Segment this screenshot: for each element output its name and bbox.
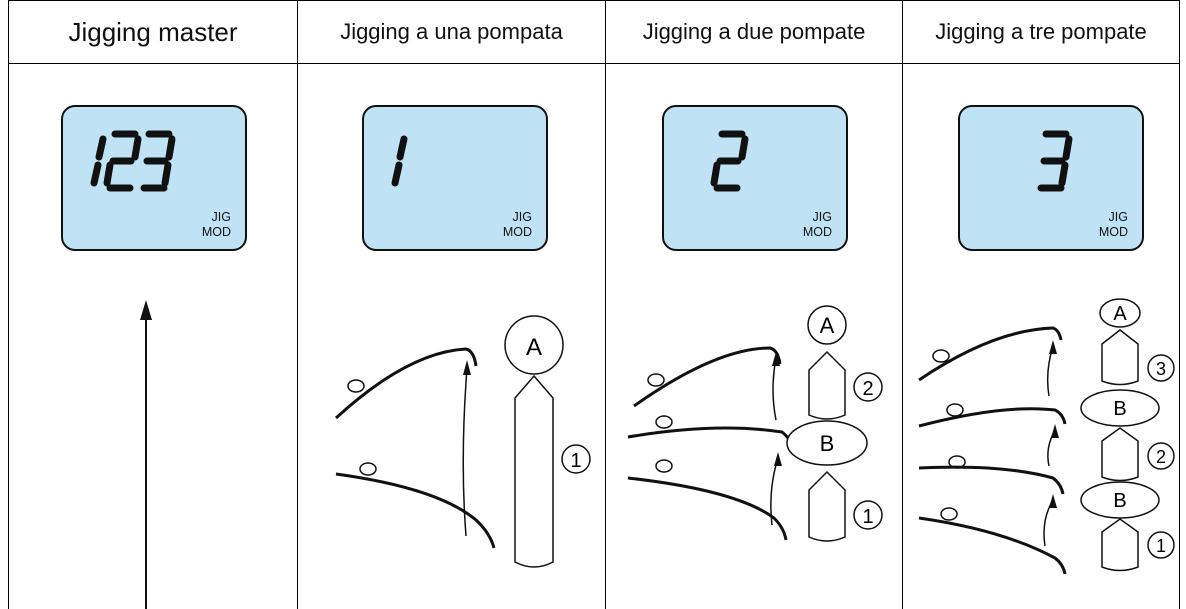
column-jigging-master: Jigging master 123 JIG MOD — [8, 0, 297, 609]
lcd-label-jig: JIG — [211, 210, 231, 224]
column-title: Jigging a tre pompate — [903, 0, 1179, 64]
column-one-pump: Jigging a una pompata 1 JIG MOD — [297, 0, 605, 609]
svg-text:1: 1 — [570, 450, 581, 472]
lcd-display: 123 JIG MOD — [61, 105, 247, 251]
marker-b: B — [1113, 490, 1126, 512]
lcd-display: 3 JIG MOD — [958, 105, 1144, 251]
column-title: Jigging a una pompata — [298, 0, 605, 64]
lcd-mode-label: JIG MOD — [202, 210, 231, 240]
column-two-pumps: Jigging a due pompate 2 JIG MOD — [605, 0, 902, 609]
lcd-display: 1 JIG MOD — [362, 105, 548, 251]
marker-b: B — [820, 431, 835, 456]
lure-icon — [347, 379, 365, 393]
column-three-pumps: Jigging a tre pompate 3 JIG MOD — [902, 0, 1180, 609]
marker-a-circle — [504, 315, 564, 375]
lcd-label-jig: JIG — [1108, 210, 1128, 224]
lcd-mode-label: JIG MOD — [1099, 210, 1128, 240]
lcd-label-mod: MOD — [802, 225, 832, 239]
lcd-digits-123: 123 — [90, 130, 176, 192]
svg-text:1: 1 — [862, 506, 873, 528]
pump-segment — [808, 350, 846, 420]
arrow-head-icon — [463, 360, 471, 375]
lcd-label-mod: MOD — [502, 225, 532, 239]
marker-a: A — [820, 313, 835, 338]
lcd-digits-2: 2 — [710, 130, 749, 192]
marker-b: B — [1113, 398, 1126, 420]
arrow-up — [140, 300, 152, 609]
marker-b-ellipse — [786, 420, 868, 466]
svg-text:1: 1 — [1156, 536, 1166, 556]
marker-a: A — [526, 334, 542, 361]
pump-segment — [808, 470, 846, 542]
lcd-display: 2 JIG MOD — [662, 105, 848, 251]
lcd-digits-1: 1 — [391, 135, 408, 187]
svg-text:2: 2 — [862, 378, 873, 400]
svg-text:3: 3 — [1156, 359, 1166, 379]
rod-motion-figure: A 2 B 1 — [627, 305, 883, 542]
lcd-label-mod: MOD — [201, 225, 231, 239]
marker-a: A — [1113, 303, 1127, 325]
lcd-digits-3: 3 — [1037, 130, 1073, 192]
rod-motion-figure: A 1 — [334, 315, 591, 568]
svg-text:2: 2 — [1156, 447, 1166, 467]
pump-segment — [514, 374, 554, 568]
marker-b-ellipse — [1080, 481, 1160, 519]
lcd-label-jig: JIG — [812, 210, 832, 224]
step-1-marker — [561, 444, 591, 474]
lcd-label-jig: JIG — [512, 210, 532, 224]
marker-a-circle — [807, 305, 847, 345]
lcd-mode-label: JIG MOD — [503, 210, 532, 240]
marker-a-ellipse — [1099, 298, 1141, 328]
lcd-mode-label: JIG MOD — [803, 210, 832, 240]
lure-icon — [359, 462, 377, 476]
column-title: Jigging master — [9, 0, 297, 64]
marker-b-ellipse — [1080, 389, 1160, 427]
rod-motion-figure: A 3 B 2 B 1 — [918, 298, 1175, 575]
column-title: Jigging a due pompate — [606, 0, 902, 64]
lcd-label-mod: MOD — [1098, 225, 1128, 239]
